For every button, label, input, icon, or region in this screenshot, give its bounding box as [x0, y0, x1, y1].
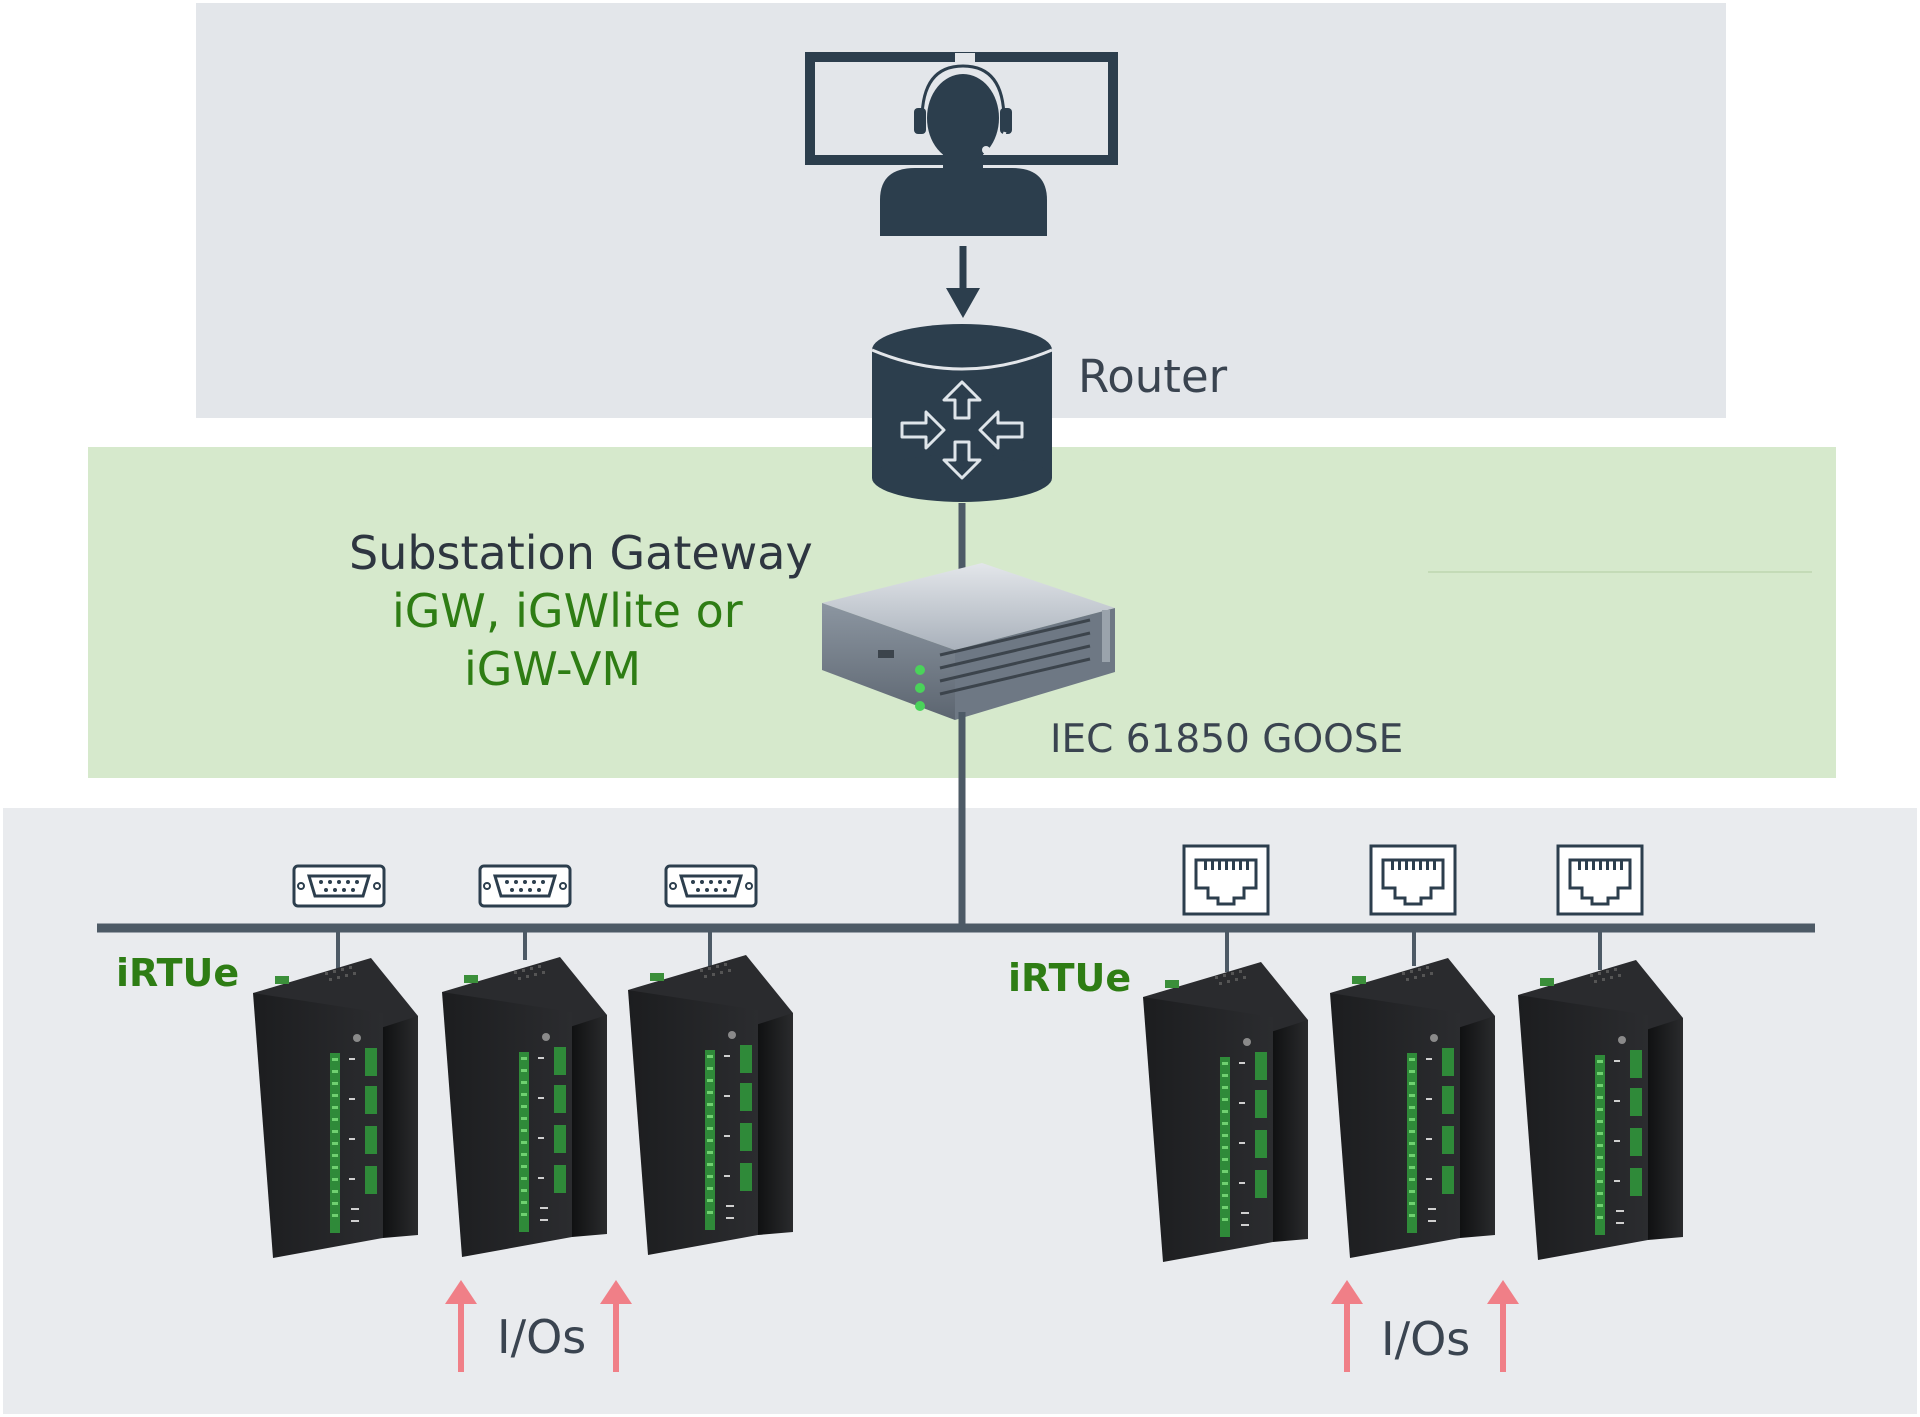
router-icon — [871, 324, 1053, 502]
irtue-group-label-right: iRTUe — [1008, 956, 1132, 1000]
irtue-device — [1330, 958, 1495, 1258]
serial-port-icon — [664, 864, 758, 908]
ethernet-port-icon — [1182, 844, 1270, 916]
irtue-device — [442, 957, 607, 1257]
serial-port-icon — [478, 864, 572, 908]
ethernet-port-icon — [1369, 844, 1457, 916]
io-label-left: I/Os — [497, 1310, 587, 1364]
io-label-right: I/Os — [1381, 1312, 1471, 1366]
irtue-group-label-left: iRTUe — [116, 951, 240, 995]
gateway-title: Substation Gateway — [349, 526, 813, 580]
gateway-models-line1: iGW, iGWlite or — [392, 584, 743, 638]
operator-workstation-icon — [805, 52, 1118, 236]
gateway-models-line2: iGW-VM — [464, 642, 642, 696]
irtue-device — [1518, 960, 1683, 1260]
uplink-arrow — [946, 246, 980, 318]
router-label: Router — [1078, 350, 1228, 403]
irtue-device — [1143, 962, 1308, 1262]
irtue-device — [253, 958, 418, 1258]
gateway-server-icon — [822, 563, 1115, 720]
serial-port-icon — [292, 864, 386, 908]
irtue-device — [628, 955, 793, 1255]
protocol-label: IEC 61850 GOOSE — [1050, 717, 1404, 762]
ethernet-port-icon — [1556, 844, 1644, 916]
